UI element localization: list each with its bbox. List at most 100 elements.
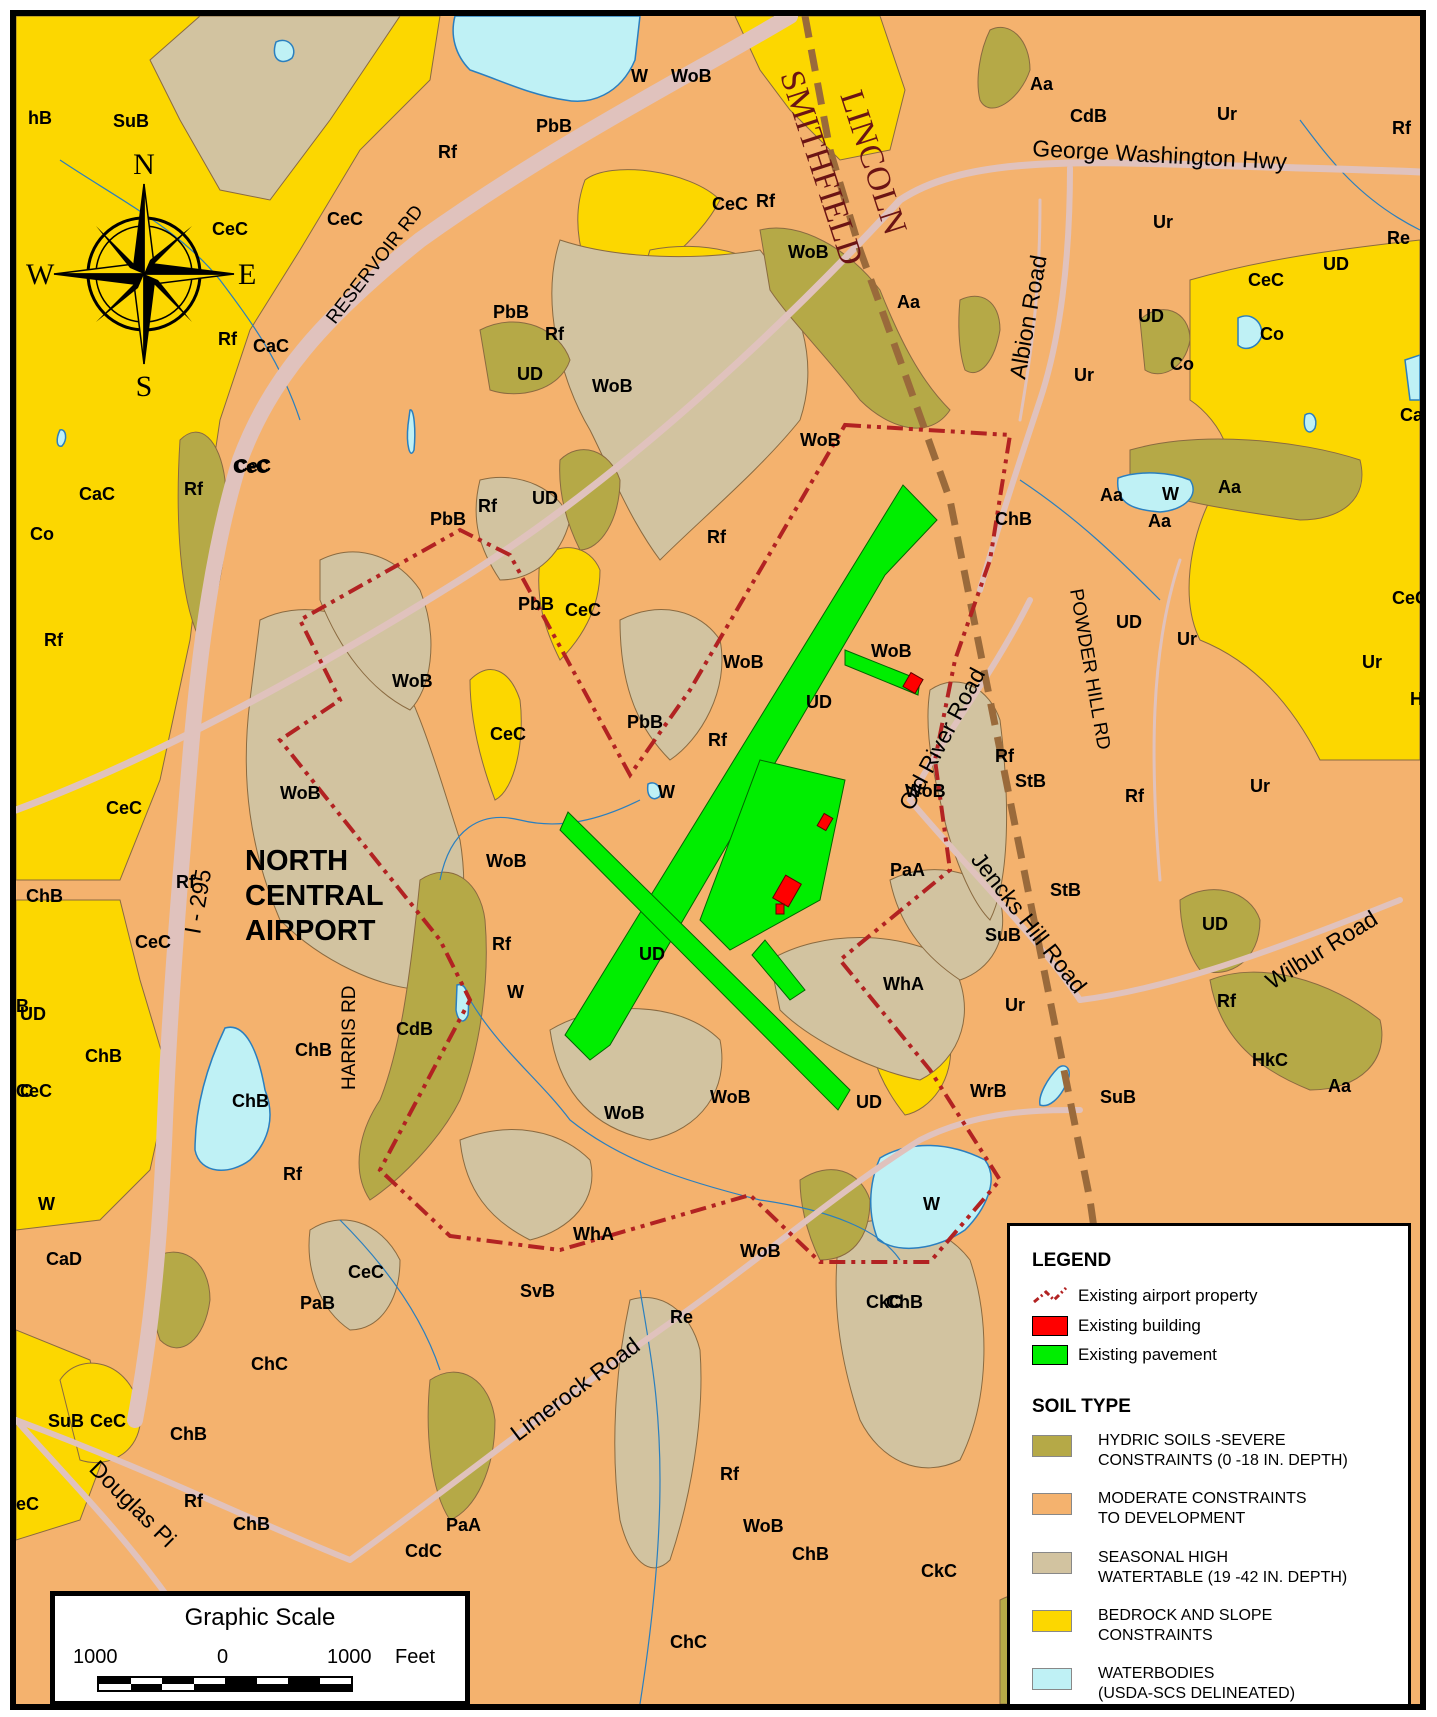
soil-type-water: WATERBODIES (USDA-SCS DELINEATED) xyxy=(1032,1664,1398,1704)
scale-title: Graphic Scale xyxy=(184,1604,336,1631)
graphic-scale: Graphic Scale 1000 0 1000 Feet xyxy=(50,1591,470,1704)
legend-item-pavement: Existing pavement xyxy=(1032,1345,1217,1365)
soil-unit-label: CdB xyxy=(1070,106,1107,126)
soil-unit-label: CeC xyxy=(565,600,601,620)
compass-east: E xyxy=(238,258,256,291)
soil-type-bedrock: BEDROCK AND SLOPE CONSTRAINTS xyxy=(1032,1606,1398,1646)
soil-unit-label: Rf xyxy=(184,479,204,499)
legend-item-property-label: Existing airport property xyxy=(1078,1286,1258,1305)
soil-unit-label: W xyxy=(38,1194,55,1214)
soil-unit-label: CeC xyxy=(16,1081,52,1101)
soil-type-seasonal: SEASONAL HIGH WATERTABLE (19 -42 IN. DEP… xyxy=(1032,1548,1398,1588)
soil-unit-label: WoB xyxy=(871,641,912,661)
soil-unit-label: ChB xyxy=(886,1292,923,1312)
moderate-swatch xyxy=(1032,1493,1072,1515)
soil-unit-label: WoB xyxy=(740,1241,781,1261)
map-legend: LEGEND Existing airport property Existin… xyxy=(1007,1223,1411,1704)
soil-unit-label: UD xyxy=(639,944,665,964)
soil-unit-label: WoB xyxy=(592,376,633,396)
water-swatch xyxy=(1032,1668,1072,1690)
soil-unit-label: Aa xyxy=(1148,511,1172,531)
soil-unit-label: SuB xyxy=(1100,1087,1136,1107)
compass-south: S xyxy=(136,370,153,403)
property-line-icon xyxy=(1033,1286,1068,1304)
soil-type-hydric: HYDRIC SOILS -SEVERE CONSTRAINTS (0 -18 … xyxy=(1032,1431,1398,1471)
soil-unit-label: WoB xyxy=(392,671,433,691)
seasonal-swatch xyxy=(1032,1552,1072,1574)
soil-unit-label: Rf xyxy=(184,1491,204,1511)
soil-type-title: SOIL TYPE xyxy=(1032,1396,1131,1417)
legend-item-building-label: Existing building xyxy=(1078,1316,1201,1335)
soil-unit-label: Aa xyxy=(1030,74,1054,94)
map-frame: N S E W LINCOLN SMITHFIELD NORTH CENTRAL… xyxy=(10,10,1426,1710)
soil-unit-label: Ur xyxy=(1362,652,1382,672)
soil-unit-label: PbB xyxy=(430,509,466,529)
soil-unit-label: WoB xyxy=(723,652,764,672)
soil-unit-label: Hk xyxy=(1410,689,1420,709)
soil-unit-label: PaA xyxy=(446,1515,481,1535)
soil-unit-label: ChB xyxy=(233,1514,270,1534)
soil-unit-label: WoB xyxy=(604,1103,645,1123)
soil-unit-label: Rf xyxy=(720,1464,740,1484)
soil-unit-label: Rf xyxy=(545,324,565,344)
soil-unit-label: CeC xyxy=(1392,588,1420,608)
water-bodies xyxy=(56,16,1420,1250)
airport-property-boundary xyxy=(277,422,1013,1264)
soil-unit-label: Ur xyxy=(1153,212,1173,232)
soil-unit-label: eC xyxy=(16,1494,39,1514)
soil-unit-label: B xyxy=(16,996,29,1016)
soil-unit-label: Aa xyxy=(1218,477,1242,497)
soil-unit-label: W xyxy=(658,782,675,802)
soil-unit-label: Aa xyxy=(1100,485,1124,505)
soil-unit-label: CeC xyxy=(712,194,748,214)
soil-unit-label: CeC xyxy=(212,219,248,239)
soil-type-seasonal-label: SEASONAL HIGH WATERTABLE (19 -42 IN. DEP… xyxy=(1098,1549,1348,1586)
soil-unit-label: PbB xyxy=(627,712,663,732)
soil-unit-label: UD xyxy=(856,1092,882,1112)
soil-unit-label: Aa xyxy=(897,292,921,312)
soil-unit-label: CeC xyxy=(235,456,271,476)
soil-unit-label: CeC xyxy=(490,724,526,744)
soil-unit-label: CdC xyxy=(405,1541,442,1561)
soil-unit-label: ChB xyxy=(232,1091,269,1111)
soil-unit-label: CeC xyxy=(135,932,171,952)
soil-unit-label: SvB xyxy=(520,1281,555,1301)
soil-unit-label: WoB xyxy=(905,781,946,801)
soil-unit-label: CaD xyxy=(1400,405,1420,425)
soil-map: N S E W LINCOLN SMITHFIELD NORTH CENTRAL… xyxy=(16,16,1420,1704)
bedrock-swatch xyxy=(1032,1610,1072,1632)
soil-unit-label: CeC xyxy=(1248,270,1284,290)
legend-item-pavement-label: Existing pavement xyxy=(1078,1345,1217,1364)
airport-buildings xyxy=(772,671,924,915)
soil-unit-label: CeC xyxy=(327,209,363,229)
soil-unit-label: Ur xyxy=(1250,776,1270,796)
soil-type-hydric-label: HYDRIC SOILS -SEVERE CONSTRAINTS (0 -18 … xyxy=(1098,1432,1348,1469)
soil-unit-label: UD xyxy=(806,692,832,712)
soil-unit-label: Rf xyxy=(1125,786,1145,806)
soil-unit-label: HkC xyxy=(1252,1050,1288,1070)
soil-unit-label: Rf xyxy=(995,746,1015,766)
soil-type-moderate: MODERATE CONSTRAINTS TO DEVELOPMENT xyxy=(1032,1489,1398,1529)
soil-unit-label: ChB xyxy=(170,1424,207,1444)
soil-unit-label: CeC xyxy=(106,798,142,818)
soil-unit-label: Co xyxy=(1170,354,1194,374)
soil-unit-label: ChC xyxy=(251,1354,288,1374)
soil-unit-label: Rf xyxy=(176,872,196,892)
soil-unit-label: CeC xyxy=(90,1411,126,1431)
soil-unit-label: WhA xyxy=(573,1224,614,1244)
soil-unit-label: WhA xyxy=(883,974,924,994)
hydric-swatch xyxy=(1032,1435,1072,1457)
compass-west: W xyxy=(26,258,55,291)
soil-unit-label: CkC xyxy=(866,1292,902,1312)
soil-unit-label: ChB xyxy=(26,886,63,906)
soil-unit-label: StB xyxy=(1015,771,1046,791)
soil-unit-label: WoB xyxy=(671,66,712,86)
soil-unit-label: StB xyxy=(1050,880,1081,900)
soil-unit-label: CkC xyxy=(921,1561,957,1581)
soil-unit-label: hB xyxy=(28,108,52,128)
compass-rose: N S E W xyxy=(26,148,256,403)
soil-unit-label: PaA xyxy=(890,860,925,880)
soil-unit-label: Co xyxy=(30,524,54,544)
soil-unit-label: WoB xyxy=(788,242,829,262)
airport-pavement xyxy=(559,484,938,1111)
